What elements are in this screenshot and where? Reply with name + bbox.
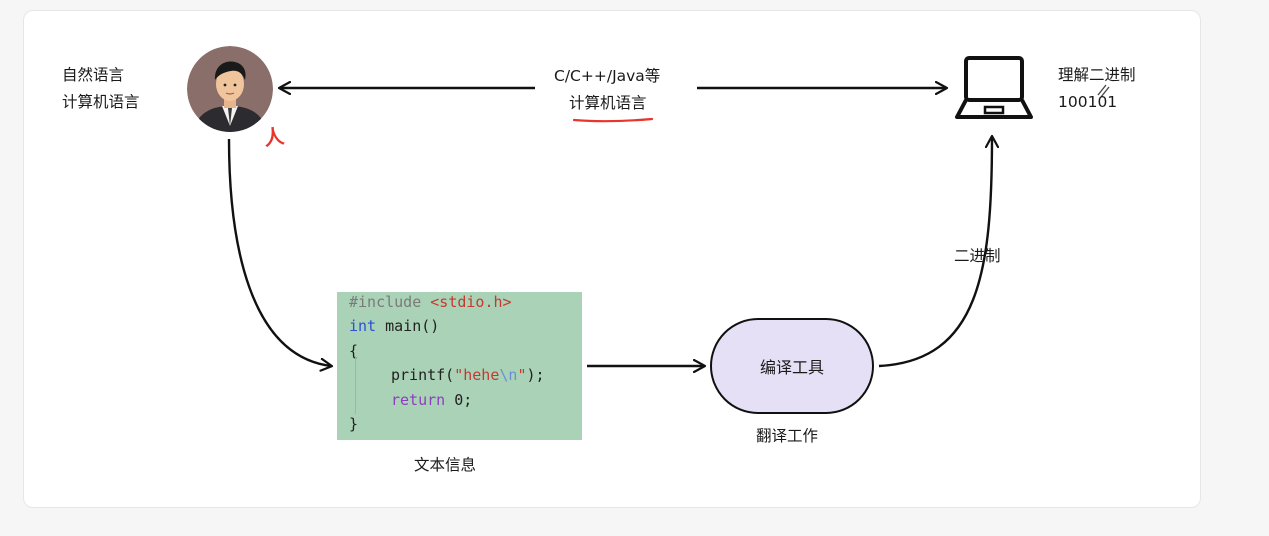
binary-example-label: 100101 xyxy=(1058,89,1117,116)
code-line-1: #include <stdio.h> xyxy=(349,290,512,315)
diagram-canvas: 自然语言 计算机语言 人 C/C++/Java等 计算机语言 xyxy=(23,10,1201,508)
code-line-5: return 0; xyxy=(391,388,472,413)
top-arrow-label-line2: 计算机语言 xyxy=(569,90,647,117)
top-arrow-label-line1: C/C++/Java等 xyxy=(554,63,660,90)
code-indent-guide xyxy=(355,356,356,414)
understand-binary-label: 理解二进制 xyxy=(1058,62,1136,89)
compiler-tool-label: 编译工具 xyxy=(760,354,824,378)
red-underline-annotation xyxy=(574,119,652,121)
compiler-tool-node: 编译工具 xyxy=(710,318,874,414)
code-line-2: int main() xyxy=(349,314,439,339)
translation-work-caption: 翻译工作 xyxy=(756,423,818,450)
natural-language-label: 自然语言 xyxy=(62,62,124,89)
person-avatar-icon xyxy=(187,46,273,132)
code-line-6: } xyxy=(349,412,358,437)
code-snippet-box: #include <stdio.h> int main() { printf("… xyxy=(337,292,582,440)
handwritten-person-note: 人 xyxy=(262,123,286,153)
binary-edge-label: 二进制 xyxy=(954,243,1001,270)
laptop-icon xyxy=(954,55,1034,121)
text-info-caption: 文本信息 xyxy=(414,452,476,479)
code-line-4: printf("hehe\n"); xyxy=(391,363,545,388)
computer-language-label: 计算机语言 xyxy=(62,89,140,116)
arrow-person-to-code xyxy=(229,139,331,366)
code-line-3: { xyxy=(349,339,358,364)
